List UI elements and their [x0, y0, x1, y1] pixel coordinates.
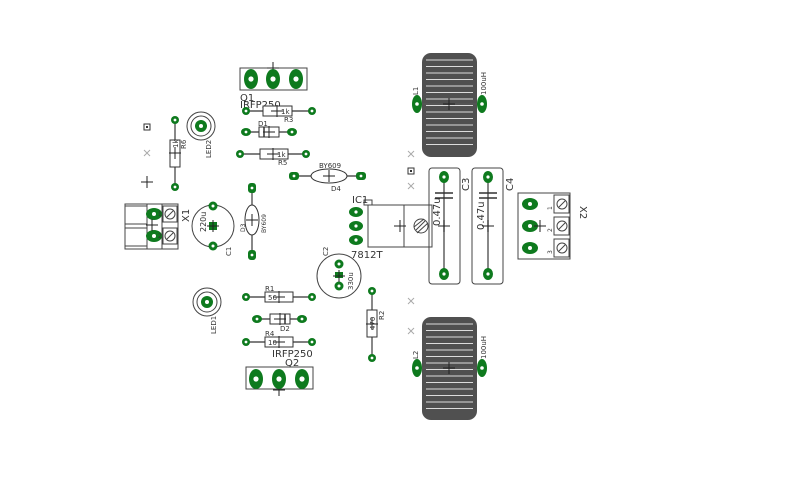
d4-name: D4	[331, 185, 341, 193]
x1-pin-2: 2	[158, 233, 162, 240]
q2-value: IRFP250	[272, 349, 313, 360]
c1-name: C1	[225, 247, 233, 256]
capacitor-c3[interactable]: 0.47u C3	[428, 167, 472, 285]
diode-d4[interactable]: BY609 D4	[289, 162, 366, 193]
diode-d2[interactable]: D2	[252, 313, 307, 333]
resistor-r6[interactable]: 1k R6	[169, 116, 188, 191]
c3-value: 0.47u	[432, 197, 443, 226]
c4-name: C4	[505, 178, 516, 191]
c4-value: 0.47u	[476, 201, 487, 230]
d2-name: D2	[280, 325, 290, 333]
connector-x2[interactable]: 1 2 3 X2	[517, 192, 588, 260]
capacitor-c2[interactable]: C2 330u	[316, 247, 362, 299]
c2-name: C2	[322, 247, 330, 256]
r2-name: R2	[378, 311, 386, 320]
capacitor-c4[interactable]: 0.47u C4	[471, 167, 516, 285]
x2-name: X2	[577, 206, 588, 219]
r5-name: R5	[278, 159, 287, 167]
x2-pin-2: 2	[547, 228, 554, 232]
r4-value: 10	[268, 339, 277, 347]
r5-value: 1k	[277, 151, 286, 159]
r6-name: R6	[180, 139, 188, 149]
ic1-value: 7812T	[351, 250, 383, 261]
x1-name: X1	[181, 209, 192, 222]
r1-value: 56	[268, 294, 277, 302]
q1-value: IRFP250	[240, 100, 281, 111]
c2-value: 330u	[347, 272, 355, 290]
transistor-q1[interactable]: Q1 IRFP250	[239, 62, 308, 111]
connector-x1[interactable]: 1 2 X1	[124, 203, 192, 250]
inductor-l1[interactable]: L1 100uH	[412, 53, 488, 157]
d3-value: BY609	[261, 214, 268, 233]
x2-pin-3: 3	[547, 250, 554, 254]
l2-value: 100uH	[480, 336, 488, 359]
x1-pin-1: 1	[158, 211, 162, 218]
led2-name: LED2	[205, 140, 213, 158]
r3-value: 1k	[281, 108, 290, 116]
r3-name: R3	[284, 116, 293, 124]
l1-value: 100uH	[480, 72, 488, 95]
ic1-name: IC1	[352, 195, 368, 206]
diode-d3[interactable]: D3 BY609	[240, 183, 268, 260]
l2-name: L2	[412, 351, 420, 359]
c1-value: 220u	[199, 212, 208, 232]
stray-markers	[141, 123, 415, 335]
resistor-r4[interactable]: 10 R4	[242, 330, 316, 348]
resistor-r3[interactable]: 1k R3	[242, 105, 316, 124]
resistor-r5[interactable]: 1k R5	[236, 148, 310, 167]
capacitor-c1[interactable]: 220u C1	[191, 201, 235, 257]
d1-name: D1	[258, 120, 268, 128]
r6-value: 1k	[172, 139, 180, 148]
regulator-ic1[interactable]: IC1 7812T	[349, 195, 433, 261]
led-led1[interactable]: LED1	[192, 287, 222, 334]
inductor-l2[interactable]: L2 100uH	[412, 317, 488, 420]
c3-name: C3	[461, 178, 472, 191]
led1-name: LED1	[210, 316, 218, 334]
r4-name: R4	[265, 330, 275, 338]
d3-name: D3	[240, 223, 247, 232]
r1-name: R1	[265, 285, 274, 293]
transistor-q2[interactable]: IRFP250 Q2	[245, 349, 314, 396]
diode-d1[interactable]: D1	[241, 120, 297, 138]
resistor-r1[interactable]: 56 R1	[242, 285, 316, 303]
resistor-r2[interactable]: 470 R2	[366, 287, 386, 362]
r2-value: 470	[369, 317, 377, 330]
l1-name: L1	[412, 87, 420, 95]
led-led2[interactable]: LED2	[186, 111, 216, 158]
d4-value: BY609	[319, 162, 341, 170]
x2-pin-1: 1	[547, 206, 554, 210]
q1-name: Q1	[240, 93, 254, 104]
q2-name: Q2	[285, 358, 299, 369]
